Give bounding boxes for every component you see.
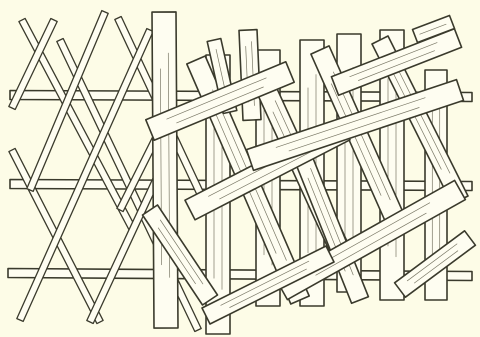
vertical-strip	[152, 12, 178, 328]
